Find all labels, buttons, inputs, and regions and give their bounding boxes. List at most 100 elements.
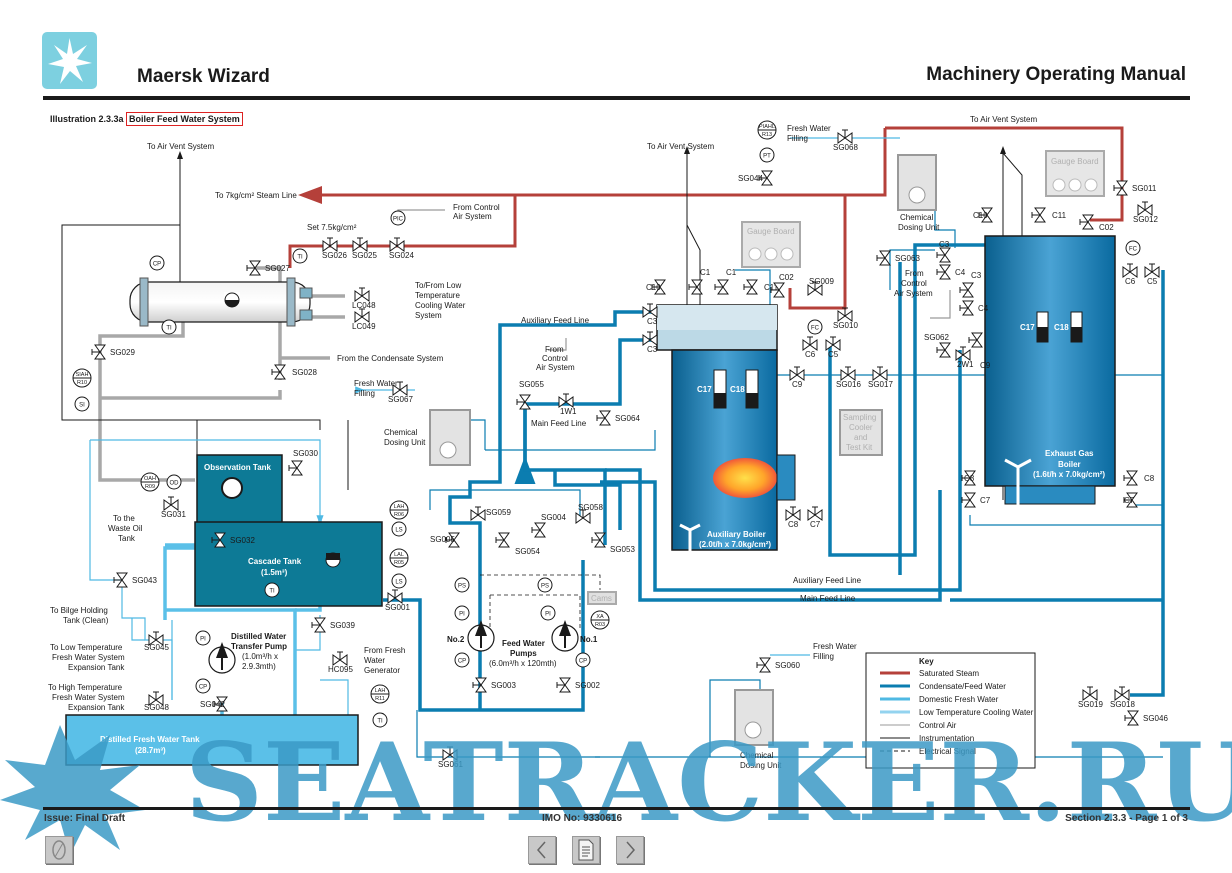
valve-label: SG003 [491, 681, 516, 690]
valve-c02[interactable]: C02 [770, 273, 794, 298]
valve-sg062[interactable]: SG062 [924, 333, 951, 358]
valve-sg011[interactable]: SG011 [1113, 180, 1157, 196]
sampling-label-1: Sampling [843, 413, 876, 422]
valve-label: SG055 [519, 380, 544, 389]
svg-text:TI: TI [166, 326, 172, 332]
valve-c4[interactable]: C4 [936, 264, 966, 280]
valve-sg025[interactable]: SG025 [352, 237, 377, 260]
valve-sg045[interactable]: SG045 [144, 631, 169, 652]
valve-2w1[interactable]: 2W1 [955, 346, 974, 369]
valve-sg009[interactable]: SG009 [807, 277, 834, 296]
valve-label: SG028 [292, 368, 317, 377]
ht-exp-label-b: Fresh Water System [52, 693, 125, 702]
valve-c8[interactable]: C8 [785, 506, 801, 529]
auxiliary-boiler: Auxiliary Boiler (2.0t/h x 7.0kg/cm²) C1… [656, 304, 796, 570]
valve-c02[interactable]: C02 [1079, 214, 1114, 232]
valve-sg012[interactable]: SG012 [1133, 201, 1158, 224]
valve-sg032[interactable]: SG032 [211, 532, 255, 548]
valve-sg018[interactable]: SG018 [1110, 686, 1135, 709]
valve-c1[interactable]: C1 [688, 268, 711, 295]
valve-c3[interactable]: C3 [936, 240, 951, 263]
waste-oil-label-a: To the [113, 514, 135, 523]
valve-lc048[interactable]: LC048 [352, 287, 376, 310]
valve-label: C02 [1099, 223, 1114, 232]
contents-button[interactable] [572, 836, 600, 864]
ht-exp-label-a: To High Temperature [48, 683, 123, 692]
valve-sg063[interactable]: SG063 [876, 250, 920, 266]
valve-c3[interactable]: C3 [642, 303, 658, 326]
valve-sg064[interactable]: SG064 [596, 410, 640, 426]
svg-text:TI: TI [297, 255, 303, 261]
valve-c6[interactable]: C6 [1122, 263, 1138, 286]
valve-sg039[interactable]: SG039 [311, 617, 355, 633]
valve-c6[interactable]: C6 [802, 336, 818, 359]
prev-page-button[interactable] [528, 836, 556, 864]
valve-sg031[interactable]: SG031 [161, 496, 186, 519]
valve-sg043[interactable]: SG043 [113, 572, 157, 588]
chem-dosing-unit-1 [429, 409, 471, 466]
valve-c5[interactable]: C5 [1144, 263, 1160, 286]
valve-sg019[interactable]: SG019 [1078, 686, 1103, 709]
valve-sg010[interactable]: SG010 [833, 307, 858, 330]
valve-c7[interactable]: C7 [961, 492, 991, 508]
valve-c7[interactable]: C7 [807, 506, 823, 529]
valve-label: SG045 [144, 643, 169, 652]
instrument-ps: PS [537, 577, 553, 593]
instrument-pi: PI [454, 605, 470, 621]
valve-c9[interactable]: C9 [968, 332, 991, 370]
legend-item-steam: Saturated Steam [919, 669, 979, 678]
valve-sg068[interactable]: SG068 [833, 129, 858, 152]
valve-c11[interactable]: C11 [743, 279, 779, 295]
valve-c10[interactable]: C10 [646, 279, 666, 295]
valve-sg026[interactable]: SG026 [322, 237, 347, 260]
svg-text:LS: LS [395, 528, 402, 534]
observation-tank: Observation Tank [196, 454, 283, 524]
valve-c1[interactable]: C1 [714, 268, 737, 295]
valve-sg028[interactable]: SG028 [271, 364, 317, 380]
valve-c7[interactable]: C7 [1123, 492, 1138, 508]
valve-label: SG054 [515, 547, 540, 556]
valve-sg004[interactable]: SG004 [531, 513, 566, 538]
valve-label: C11 [1052, 211, 1067, 220]
valve-label: SG046 [1143, 714, 1168, 723]
next-page-button[interactable] [616, 836, 644, 864]
valve-sg001[interactable]: SG001 [385, 589, 410, 612]
valve-sg059[interactable]: SG059 [470, 506, 511, 521]
valve-sg046[interactable]: SG046 [1124, 710, 1168, 726]
valve-sg003[interactable]: SG003 [472, 677, 516, 693]
valve-sg067[interactable]: SG067 [388, 381, 413, 404]
valve-sg048[interactable]: SG048 [144, 691, 169, 712]
svg-text:R06: R06 [394, 512, 404, 518]
valve-sg061[interactable]: SG061 [438, 746, 463, 769]
help-button[interactable] [45, 836, 73, 864]
valve-1w1[interactable]: 1W1 [558, 393, 577, 416]
valve-c11[interactable]: C11 [1031, 207, 1067, 223]
valve-lc049[interactable]: LC049 [352, 308, 376, 331]
valve-c8[interactable]: C8 [1123, 470, 1155, 486]
valve-sg053[interactable]: SG053 [591, 532, 635, 554]
valve-sg024[interactable]: SG024 [389, 237, 414, 260]
valve-sg016[interactable]: SG016 [836, 366, 861, 389]
valve-c8[interactable]: C8 [961, 470, 976, 486]
valve-sg042[interactable]: SG042 [200, 696, 228, 712]
valve-sg044[interactable]: SG044 [738, 170, 773, 186]
valve-label: SG039 [330, 621, 355, 630]
valve-sg030[interactable]: SG030 [288, 449, 318, 476]
valve-c9[interactable]: C9 [789, 366, 805, 389]
valve-sg055[interactable]: SG055 [516, 380, 544, 410]
valve-sg060[interactable]: SG060 [756, 657, 800, 673]
valve-sg002[interactable]: SG002 [556, 677, 600, 693]
valve-c4[interactable]: C4 [959, 300, 989, 316]
valve-c3[interactable]: C3 [642, 331, 658, 354]
valve-c3[interactable]: C3 [959, 271, 982, 298]
valve-c5[interactable]: C5 [825, 336, 841, 359]
valve-c10[interactable]: C10 [973, 207, 993, 223]
valve-sg027[interactable]: SG027 [246, 260, 290, 276]
valve-sg017[interactable]: SG017 [868, 366, 893, 389]
valve-sg058[interactable]: SG058 [575, 503, 603, 524]
valve-sg005[interactable]: SG005 [430, 532, 460, 548]
valve-sg054[interactable]: SG054 [495, 532, 540, 556]
valve-sg029[interactable]: SG029 [91, 344, 135, 360]
valve-hc095[interactable]: HC095 [328, 651, 353, 674]
